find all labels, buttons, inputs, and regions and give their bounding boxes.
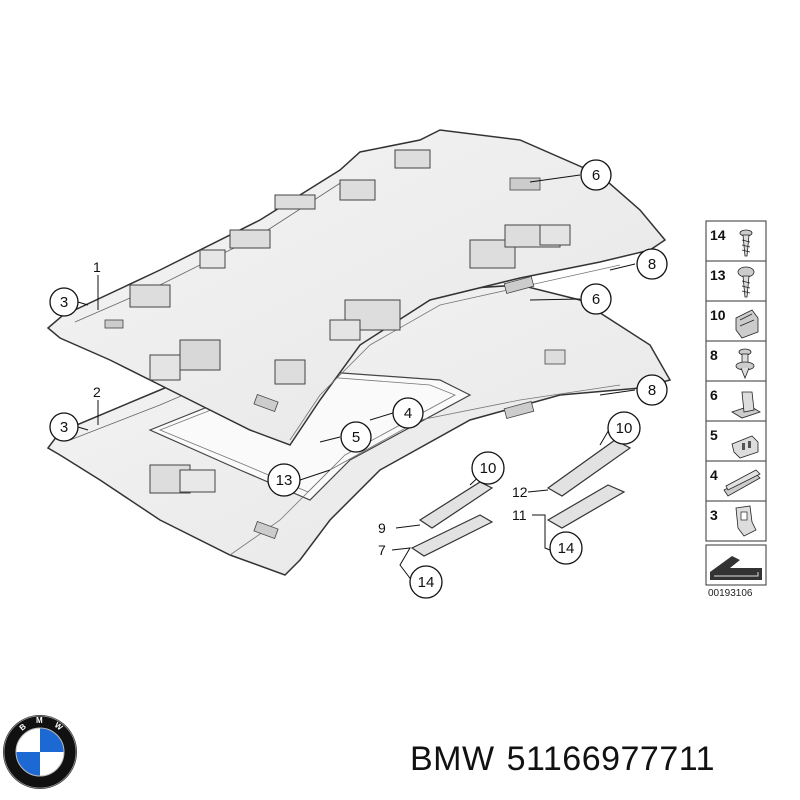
reference-number: 00193106 <box>708 588 753 599</box>
svg-text:6: 6 <box>592 291 600 308</box>
svg-text:8: 8 <box>648 382 656 399</box>
svg-text:4: 4 <box>710 467 718 483</box>
legend-cell-13: 13 <box>705 260 767 302</box>
callout-10-right: 10 <box>607 411 641 445</box>
bmw-logo-icon: B M W <box>3 715 77 789</box>
callout-3-upper: 3 <box>49 287 79 317</box>
callout-5: 5 <box>340 421 372 453</box>
part-number: 51166977711 <box>506 740 716 778</box>
svg-text:14: 14 <box>710 227 726 243</box>
legend-cell-8: 8 <box>705 340 767 382</box>
label-7: 7 <box>378 542 386 558</box>
strip-4-icon <box>723 469 761 497</box>
label-11: 11 <box>512 507 527 523</box>
callout-14-right: 14 <box>549 531 583 565</box>
svg-text:14: 14 <box>418 574 435 591</box>
svg-text:B: B <box>18 722 28 733</box>
legend-cell-4: 4 <box>705 460 767 502</box>
clip-10-icon <box>735 309 759 339</box>
svg-text:5: 5 <box>352 429 360 446</box>
svg-text:3: 3 <box>710 507 718 523</box>
legend-cell-6: 6 <box>705 380 767 422</box>
label-1: 1 <box>93 259 101 275</box>
callout-6-lower: 6 <box>580 283 612 315</box>
svg-text:3: 3 <box>60 419 68 436</box>
parts-legend: 14 13 10 <box>705 220 767 599</box>
svg-text:13: 13 <box>710 267 726 283</box>
callout-8-upper: 8 <box>636 248 668 280</box>
svg-text:4: 4 <box>404 405 412 422</box>
svg-text:6: 6 <box>592 167 600 184</box>
svg-text:10: 10 <box>616 420 633 437</box>
svg-text:14: 14 <box>558 540 575 557</box>
clip-3-icon <box>735 505 757 537</box>
svg-text:M: M <box>36 716 43 725</box>
grab-handles-drawing <box>410 439 632 557</box>
callout-3-lower: 3 <box>49 412 79 442</box>
legend-cell-14: 14 <box>705 220 767 262</box>
rivet-8-icon <box>735 348 755 380</box>
legend-cell-10: 10 <box>705 300 767 342</box>
callout-6-upper: 6 <box>580 159 612 191</box>
svg-text:10: 10 <box>480 460 497 477</box>
direction-arrow-icon <box>710 556 762 580</box>
legend-cell-5: 5 <box>705 420 767 462</box>
clip-5-icon <box>731 435 759 459</box>
svg-text:13: 13 <box>276 472 293 489</box>
legend-cell-3: 3 <box>705 500 767 542</box>
screw-14-icon <box>739 229 753 257</box>
svg-text:5: 5 <box>710 427 718 443</box>
callout-4: 4 <box>392 397 424 429</box>
headliner-upper-drawing <box>46 129 667 446</box>
callout-14-left: 14 <box>409 565 443 599</box>
callout-10-left: 10 <box>471 451 505 485</box>
svg-text:8: 8 <box>710 347 718 363</box>
label-2: 2 <box>93 384 101 400</box>
brand-name: BMW <box>410 740 495 778</box>
legend-cell-arrow <box>705 544 767 586</box>
callout-13: 13 <box>267 463 301 497</box>
svg-text:3: 3 <box>60 294 68 311</box>
bracket-6-icon <box>731 391 761 419</box>
label-9: 9 <box>378 520 386 536</box>
callout-8-lower: 8 <box>636 374 668 406</box>
svg-text:6: 6 <box>710 387 718 403</box>
screw-13-icon <box>737 266 755 298</box>
svg-text:W: W <box>53 720 65 732</box>
svg-text:10: 10 <box>710 307 726 323</box>
label-12: 12 <box>512 484 528 500</box>
svg-text:8: 8 <box>648 256 656 273</box>
part-caption: BMW 51166977711 <box>410 740 790 779</box>
